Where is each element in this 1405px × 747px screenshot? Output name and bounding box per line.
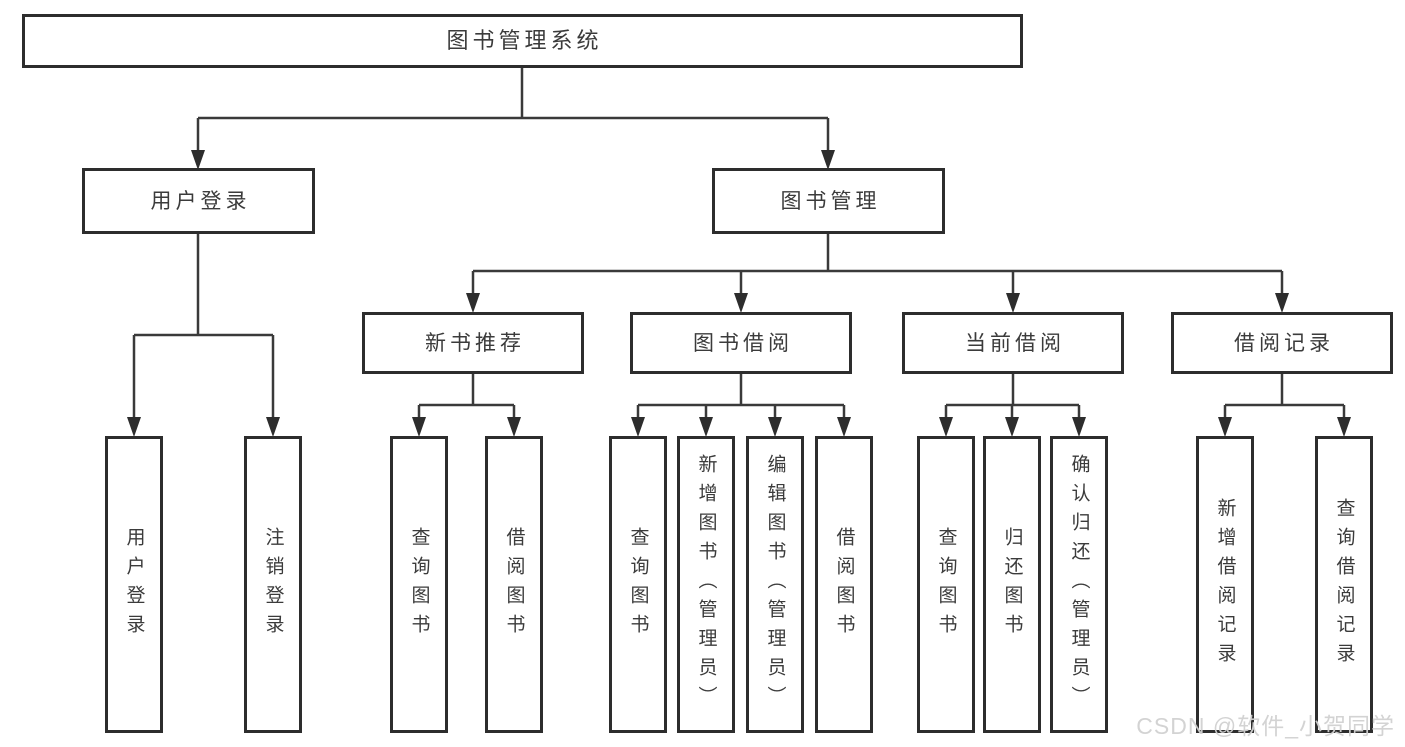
node-borrow-records: 借阅记录 — [1171, 312, 1393, 374]
leaf-user-login: 用户登录 — [105, 436, 163, 733]
node-label: 查询图书 — [408, 526, 430, 643]
leaf-return-books: 归还图书 — [983, 436, 1041, 733]
node-label: 注销登录 — [262, 526, 284, 643]
node-label: 借阅图书 — [833, 526, 855, 643]
node-current-borrow: 当前借阅 — [902, 312, 1124, 374]
node-label: 新书推荐 — [425, 331, 525, 355]
leaf-add-borrow-record: 新增借阅记录 — [1196, 436, 1254, 733]
node-user-login: 用户登录 — [82, 168, 315, 234]
leaf-borrow-query-books: 查询图书 — [609, 436, 667, 733]
leaf-query-borrow-record: 查询借阅记录 — [1315, 436, 1373, 733]
node-label: 借阅记录 — [1234, 331, 1334, 355]
connector-paths — [132, 68, 1346, 418]
node-system-root: 图书管理系统 — [22, 14, 1023, 68]
leaf-edit-book-admin: 编辑图书（管理员） — [746, 436, 804, 733]
node-book-management: 图书管理 — [712, 168, 945, 234]
node-label: 借阅图书 — [503, 526, 525, 643]
node-new-book-recommend: 新书推荐 — [362, 312, 584, 374]
node-label: 用户登录 — [123, 526, 145, 643]
leaf-borrow-books: 借阅图书 — [815, 436, 873, 733]
leaf-confirm-return-admin: 确认归还（管理员） — [1050, 436, 1108, 733]
csdn-watermark: CSDN @软件_小贺同学 — [1136, 713, 1395, 739]
leaf-logout: 注销登录 — [244, 436, 302, 733]
node-label: 新增图书（管理员） — [695, 454, 717, 715]
node-label: 新增借阅记录 — [1214, 497, 1236, 672]
node-label: 查询借阅记录 — [1333, 497, 1355, 672]
node-label: 查询图书 — [627, 526, 649, 643]
node-label: 用户登录 — [150, 189, 251, 213]
node-label: 图书管理 — [780, 189, 881, 213]
node-book-borrow: 图书借阅 — [630, 312, 852, 374]
leaf-current-query-books: 查询图书 — [917, 436, 975, 733]
leaf-add-book-admin: 新增图书（管理员） — [677, 436, 735, 733]
node-label: 归还图书 — [1001, 526, 1023, 643]
leaf-recommend-query-books: 查询图书 — [390, 436, 448, 733]
node-label: 图书管理系统 — [446, 28, 603, 53]
arrowhead-icons — [127, 150, 1351, 437]
node-label: 图书借阅 — [693, 331, 793, 355]
node-label: 当前借阅 — [965, 331, 1065, 355]
node-label: 确认归还（管理员） — [1068, 454, 1090, 715]
node-label: 编辑图书（管理员） — [764, 454, 786, 715]
node-label: 查询图书 — [935, 526, 957, 643]
leaf-recommend-borrow-books: 借阅图书 — [485, 436, 543, 733]
